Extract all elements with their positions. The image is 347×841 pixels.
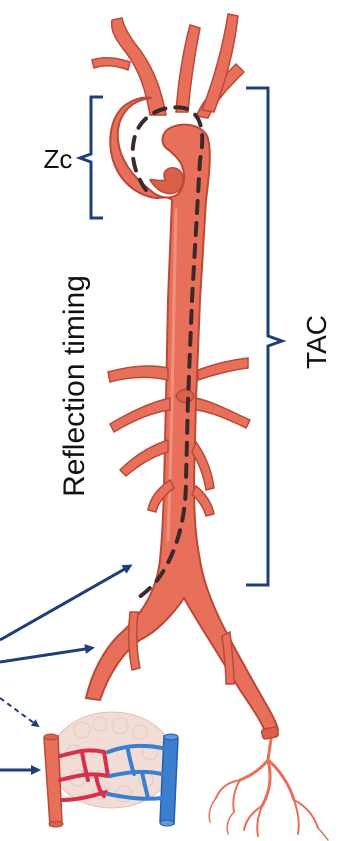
- arteriole-opening: [44, 734, 58, 740]
- zc-label: Zc: [44, 144, 73, 174]
- arrow-to-iliac: [0, 648, 92, 662]
- arrow-dashed-to-capillary: [0, 698, 38, 726]
- venule-opening: [164, 734, 178, 740]
- reflection-timing-label: Reflection timing: [58, 275, 91, 497]
- tac-bracket: [246, 88, 282, 585]
- arch-curl: [150, 168, 183, 194]
- arteriole-end: [49, 821, 63, 827]
- arch-branch-arteries: [92, 14, 244, 118]
- arrow-to-bifurcation: [0, 566, 130, 640]
- tac-label: TAC: [301, 315, 332, 369]
- terminal-branches: [209, 732, 328, 840]
- venule-end: [160, 820, 174, 826]
- aorta-body: [86, 97, 278, 734]
- capillary-bed-illustration: [44, 712, 178, 827]
- zc-bracket: [80, 97, 103, 218]
